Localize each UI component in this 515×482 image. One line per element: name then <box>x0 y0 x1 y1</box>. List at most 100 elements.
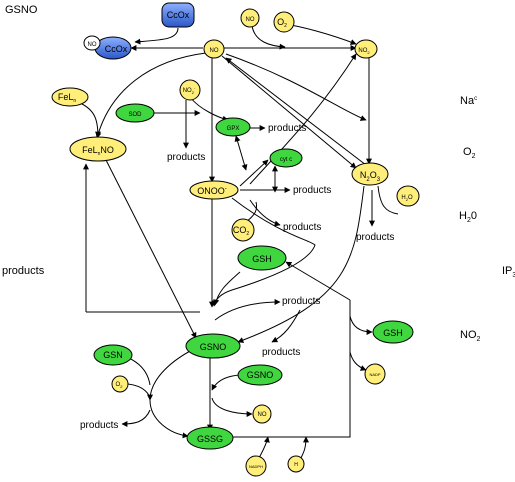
edge-o2-lower <box>127 383 153 401</box>
edge-small-bottom <box>299 436 309 461</box>
node-no-small[interactable]: NO <box>240 8 260 28</box>
svg-text:H2O: H2O <box>401 195 413 202</box>
svg-text:NO: NO <box>258 412 267 418</box>
svg-text:GPX: GPX <box>227 126 240 132</box>
edge-fenno-gsno <box>105 159 197 339</box>
products-co2: products <box>283 222 321 233</box>
svg-text:O2: O2 <box>277 17 287 29</box>
svg-text:NO2-: NO2- <box>183 85 196 95</box>
svg-text:CcOx: CcOx <box>105 44 128 54</box>
node-gsno-small[interactable]: GSNO <box>237 364 283 386</box>
node-no-center[interactable]: NO <box>203 39 225 59</box>
node-no-lower[interactable]: NO <box>252 404 272 424</box>
svg-text:CcOx: CcOx <box>167 10 190 20</box>
edge-gsh-gsno <box>213 271 241 306</box>
products-gsn: products <box>80 420 118 431</box>
node-no-badge[interactable]: NO <box>83 35 101 51</box>
side-label-o2: O2 <box>463 146 476 160</box>
products-h2o: products <box>356 232 394 243</box>
svg-text:GSN: GSN <box>103 350 123 360</box>
edge-onoo-cytc <box>239 159 269 187</box>
svg-text:O2: O2 <box>116 382 124 389</box>
product-labels: products products products products prod… <box>80 123 394 431</box>
svg-text:NO: NO <box>246 17 255 23</box>
edge-small-no <box>251 25 286 50</box>
side-label-h2o: H20 <box>459 210 477 224</box>
node-o2-small[interactable]: O2 <box>273 11 295 33</box>
svg-text:GSNO: GSNO <box>247 370 274 380</box>
node-gsn[interactable]: GSN <box>93 344 133 366</box>
svg-text:NO: NO <box>210 48 219 54</box>
products-gsno-down: products <box>262 347 300 358</box>
node-gsno-main[interactable]: GSNO <box>185 333 241 359</box>
edge-gsno-products-down <box>271 309 301 343</box>
svg-text:NO2: NO2 <box>358 48 370 55</box>
edge-gsno-products-up <box>214 299 281 321</box>
edge-to-no-lower <box>211 397 253 417</box>
node-feln-top[interactable]: FeLn <box>51 87 89 107</box>
node-ccox-top[interactable]: CcOx <box>161 2 195 28</box>
diagram-title: GSNO <box>5 4 38 16</box>
edge-no-to-fenno <box>95 52 207 139</box>
edge-gsno-small <box>211 374 241 391</box>
edge-fe-to-fenno <box>79 102 101 138</box>
svg-text:NADP: NADP <box>369 372 380 377</box>
products-onoo: products <box>293 185 331 196</box>
node-ccox-left[interactable]: CcOx <box>94 36 132 60</box>
svg-text:NO: NO <box>88 42 97 48</box>
svg-text:GSH: GSH <box>252 254 272 264</box>
svg-text:cyt c: cyt c <box>280 157 292 163</box>
edge-no-right <box>225 53 367 121</box>
node-no2-minus[interactable]: NO2- <box>179 79 201 101</box>
node-sod[interactable]: SOD <box>115 103 155 123</box>
svg-text:GSNO: GSNO <box>200 342 227 352</box>
edge-up-to-gsh <box>285 261 351 301</box>
edge-onoo-to-no2 <box>249 53 357 185</box>
edge-products-left <box>121 409 151 427</box>
edge-to-gsh-right <box>349 315 373 335</box>
side-labels: Nac O2 H20 IP3 NO2 products <box>2 95 515 343</box>
node-no2-right[interactable]: NO2 <box>354 39 378 59</box>
products-gpx: products <box>268 123 306 134</box>
svg-text:N2O3: N2O3 <box>360 170 381 183</box>
side-label-ip3: IP3 <box>502 265 515 279</box>
node-h2o[interactable]: H2O <box>396 185 420 207</box>
products-sod: products <box>167 152 205 163</box>
node-onoo[interactable]: ONOO- <box>189 180 239 200</box>
edge-ccox-top-to-ccox <box>134 27 179 45</box>
nodes: CcOx CcOx NO NO NO O2 NO2 <box>51 2 420 477</box>
node-gssg[interactable]: GSSG <box>186 426 234 450</box>
node-small-bottom[interactable]: H <box>287 455 305 473</box>
edge-n2o3-to-no <box>225 57 367 166</box>
node-cytc[interactable]: cyt c <box>269 148 303 168</box>
side-label-products: products <box>2 265 45 277</box>
edge-n2o3-gsno <box>237 185 365 343</box>
node-gsh-right[interactable]: GSH <box>372 320 414 344</box>
node-fenno[interactable]: FeLnNO <box>69 136 127 162</box>
edge-no-to-n2o3 <box>221 55 357 169</box>
node-n2o3[interactable]: N2O3 <box>351 162 389 186</box>
edge-onoo-loop <box>211 197 316 307</box>
svg-text:ONOO-: ONOO- <box>197 186 227 196</box>
svg-text:GSSG: GSSG <box>197 434 223 444</box>
edge-n2o3-h2o <box>377 185 399 215</box>
node-o2-lower[interactable]: O2 <box>111 375 129 393</box>
edge-no2minus-to-gpx <box>189 96 229 122</box>
node-co2[interactable]: CO2 <box>231 218 255 242</box>
svg-text:FeLnNO: FeLnNO <box>82 145 114 157</box>
node-nadph-right[interactable]: NADP <box>364 363 386 385</box>
side-label-no2: NO2 <box>460 329 481 343</box>
svg-text:NADPH: NADPH <box>249 464 263 469</box>
products-gsno-up: products <box>282 296 320 307</box>
node-gsh-top[interactable]: GSH <box>237 245 287 271</box>
svg-text:SOD: SOD <box>128 112 142 118</box>
svg-text:CO2: CO2 <box>233 225 250 237</box>
edges <box>79 23 399 461</box>
node-gpx[interactable]: GPX <box>215 117 251 137</box>
edge-to-gssg <box>149 399 189 439</box>
edge-onoo-co2-products <box>249 199 281 227</box>
edge-gpx-onoo <box>234 135 248 171</box>
node-nadph-bottom[interactable]: NADPH <box>245 455 267 477</box>
svg-text:FeLn: FeLn <box>58 92 77 104</box>
